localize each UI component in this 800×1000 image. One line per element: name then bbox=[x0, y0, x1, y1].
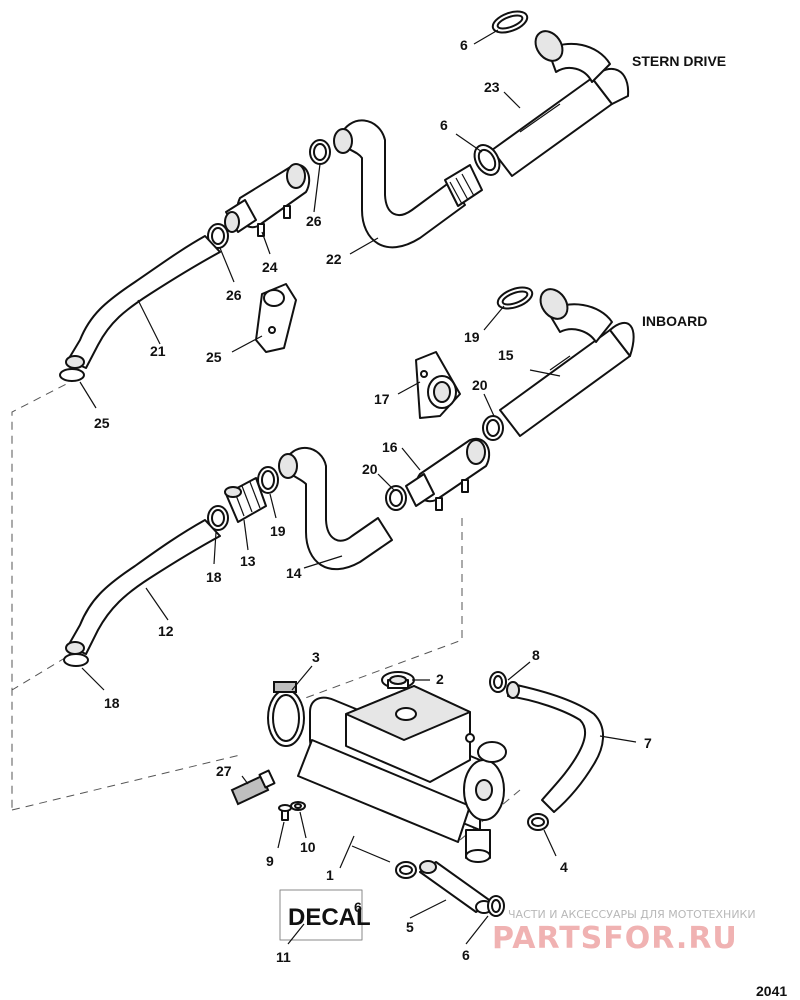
exhaust-pipe-22 bbox=[333, 119, 483, 249]
callout-20: 20 bbox=[362, 461, 378, 477]
callout-10: 10 bbox=[300, 839, 316, 855]
water-hose-5 bbox=[419, 860, 493, 914]
hose-clamp-6-left bbox=[395, 861, 417, 879]
figure-number: 2041 bbox=[756, 983, 787, 999]
callout-13: 13 bbox=[240, 553, 256, 569]
stern-drive-group bbox=[59, 10, 630, 382]
drain-fitting-27 bbox=[230, 769, 276, 806]
alignment-lines bbox=[11, 377, 521, 841]
callout-22: 22 bbox=[326, 251, 342, 267]
leader-lines bbox=[79, 29, 637, 945]
pressure-cap-2 bbox=[381, 671, 415, 689]
callout-1: 1 bbox=[326, 867, 334, 883]
hose-clamp-20-right bbox=[482, 415, 504, 441]
inboard-label: INBOARD bbox=[642, 313, 707, 329]
screw-9 bbox=[278, 804, 292, 821]
callout-6: 6 bbox=[462, 947, 470, 963]
mounting-bracket-17 bbox=[415, 351, 461, 419]
callout-12: 12 bbox=[158, 623, 174, 639]
exhaust-pipe-15 bbox=[499, 288, 635, 437]
callout-6: 6 bbox=[460, 37, 468, 53]
heat-exchanger-1 bbox=[297, 685, 507, 863]
exhaust-hose-21 bbox=[65, 235, 221, 369]
hose-clamp-6-top bbox=[491, 10, 529, 34]
hose-clamp-4 bbox=[527, 813, 549, 831]
hose-clamp-8 bbox=[489, 671, 507, 693]
callout-21: 21 bbox=[150, 343, 166, 359]
callout-6: 6 bbox=[354, 899, 362, 915]
callout-25: 25 bbox=[94, 415, 110, 431]
hose-clamp-18-upper bbox=[207, 505, 229, 531]
callout-7: 7 bbox=[644, 735, 652, 751]
callout-3: 3 bbox=[312, 649, 320, 665]
hose-clamp-6-mid bbox=[473, 144, 501, 176]
callout-18: 18 bbox=[104, 695, 120, 711]
watermark-tagline: ЧАСТИ И АКСЕССУАРЫ ДЛЯ МОТОТЕХНИКИ bbox=[508, 908, 756, 921]
callout-16: 16 bbox=[382, 439, 398, 455]
callout-5: 5 bbox=[406, 919, 414, 935]
callout-2: 2 bbox=[436, 671, 444, 687]
stern-drive-label: STERN DRIVE bbox=[632, 53, 726, 69]
hose-clamp-25-end bbox=[59, 368, 85, 382]
callout-9: 9 bbox=[266, 853, 274, 869]
watermark: ЧАСТИ И АКСЕССУАРЫ ДЛЯ МОТОТЕХНИКИ PARTS… bbox=[492, 908, 756, 956]
hose-clamp-26-upper bbox=[309, 139, 331, 165]
exhaust-pipe-23 bbox=[491, 30, 630, 177]
exhaust-hose-12 bbox=[65, 519, 221, 655]
decal-11: DECAL bbox=[279, 889, 371, 941]
callout-17: 17 bbox=[374, 391, 390, 407]
hose-clamp-20-left bbox=[385, 485, 407, 511]
callout-26: 26 bbox=[306, 213, 322, 229]
inboard-group bbox=[63, 286, 635, 667]
hose-clamp-19-top bbox=[496, 286, 534, 310]
hose-clamp-18-end bbox=[63, 653, 89, 667]
callout-19: 19 bbox=[270, 523, 286, 539]
callout-19: 19 bbox=[464, 329, 480, 345]
hose-coupler-13 bbox=[224, 477, 267, 523]
callout-20: 20 bbox=[472, 377, 488, 393]
callout-27: 27 bbox=[216, 763, 232, 779]
strap-clamp-3 bbox=[267, 681, 305, 747]
washer-10 bbox=[290, 801, 306, 811]
callout-labels: 6 23 6 26 22 24 26 21 25 25 19 15 17 20 … bbox=[94, 37, 652, 965]
callout-15: 15 bbox=[498, 347, 514, 363]
hose-clamp-6-right bbox=[487, 895, 505, 917]
callout-6: 6 bbox=[440, 117, 448, 133]
muffler-16 bbox=[405, 437, 491, 511]
callout-24: 24 bbox=[262, 259, 278, 275]
callout-14: 14 bbox=[286, 565, 302, 581]
muffler-24 bbox=[224, 163, 311, 237]
callout-18: 18 bbox=[206, 569, 222, 585]
heat-exchanger-group: DECAL bbox=[230, 671, 604, 941]
callout-4: 4 bbox=[560, 859, 568, 875]
callout-25: 25 bbox=[206, 349, 222, 365]
mounting-bracket-25 bbox=[255, 283, 297, 353]
watermark-brand: PARTSFOR.RU bbox=[492, 921, 738, 956]
hose-clamp-19-lower bbox=[257, 466, 279, 494]
callout-11: 11 bbox=[276, 949, 291, 965]
hose-clamp-26-lower bbox=[207, 223, 229, 249]
callout-8: 8 bbox=[532, 647, 540, 663]
exhaust-pipe-14 bbox=[278, 446, 393, 571]
callout-23: 23 bbox=[484, 79, 500, 95]
water-hose-7 bbox=[506, 681, 604, 813]
callout-26: 26 bbox=[226, 287, 242, 303]
